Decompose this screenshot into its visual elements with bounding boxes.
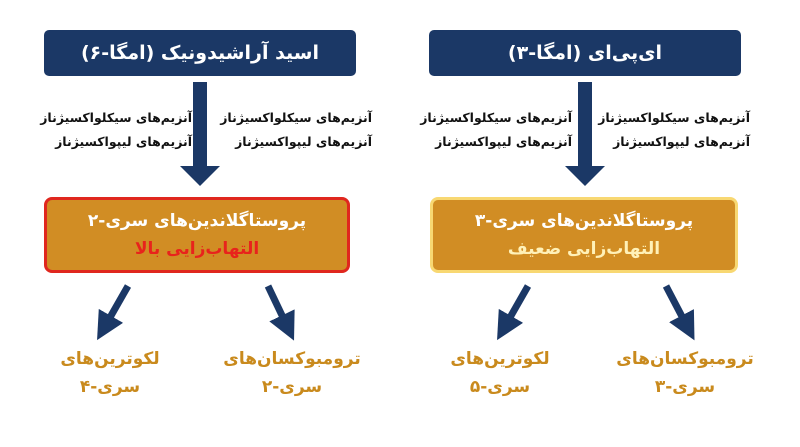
enzyme-label: آنزیم‌های سیکلواکسیژناز — [40, 110, 192, 125]
arachidonic-acid-header: اسید آراشیدونیک (امگا-۶) — [44, 30, 356, 76]
output-line: سری-۵ — [469, 377, 531, 397]
down-arrow-stem — [193, 82, 207, 172]
prostaglandin-series3-box: پروستاگلاندین‌های سری-۳ التهاب‌زایی ضعیف — [430, 197, 738, 273]
enzyme-label: آنزیم‌های لیپواکسیژناز — [55, 134, 192, 149]
output-line: سری-۳ — [654, 377, 716, 397]
output-line: سری-۲ — [261, 377, 323, 397]
enzyme-label: آنزیم‌های سیکلواکسیژناز — [220, 110, 372, 125]
arrow-down-right — [662, 284, 695, 341]
enzyme-label: آنزیم‌های لیپواکسیژناز — [435, 134, 572, 149]
down-arrow-stem — [578, 82, 592, 172]
down-arrow-head — [180, 166, 220, 186]
enzyme-label-group: آنزیم‌های سیکلواکسیژناز آنزیم‌های لیپواک… — [598, 106, 750, 154]
enzyme-label-group: آنزیم‌های سیکلواکسیژناز آنزیم‌های لیپواک… — [220, 106, 372, 154]
enzyme-label: آنزیم‌های سیکلواکسیژناز — [420, 110, 572, 125]
enzyme-label: آنزیم‌های سیکلواکسیژناز — [598, 110, 750, 125]
down-arrow-head — [565, 166, 605, 186]
arrow-down-left — [497, 284, 532, 341]
omega3-column: ای‌پی‌ای (امگا-۳) آنزیم‌های سیکلواکسیژنا… — [400, 0, 800, 447]
output-line: لکوترین‌های — [450, 349, 550, 369]
enzyme-label: آنزیم‌های لیپواکسیژناز — [613, 134, 750, 149]
output-line: لکوترین‌های — [60, 349, 160, 369]
arrow-down-left — [97, 284, 132, 341]
prostaglandin-series2-box: پروستاگلاندین‌های سری-۲ التهاب‌زایی بالا — [44, 197, 350, 273]
box-title: پروستاگلاندین‌های سری-۳ — [474, 211, 694, 231]
leukotriene-output: لکوترین‌های سری-۴ — [40, 345, 180, 401]
omega6-column: اسید آراشیدونیک (امگا-۶) آنزیم‌های سیکلو… — [40, 30, 372, 401]
output-line: ترومبوکسان‌های — [223, 349, 361, 369]
box-title: پروستاگلاندین‌های سری-۲ — [87, 211, 307, 231]
box-subtitle: التهاب‌زایی بالا — [134, 239, 260, 259]
thromboxane-output: ترومبوکسان‌های سری-۲ — [222, 345, 362, 401]
leukotriene-output: لکوترین‌های سری-۵ — [430, 345, 570, 401]
enzyme-label: آنزیم‌های لیپواکسیژناز — [235, 134, 372, 149]
box-subtitle: التهاب‌زایی ضعیف — [507, 239, 661, 259]
branch-arrows — [97, 284, 695, 341]
arrow-down-right — [264, 284, 295, 341]
output-line: ترومبوکسان‌های — [616, 349, 754, 369]
output-line: سری-۴ — [79, 377, 141, 397]
epa-header: ای‌پی‌ای (امگا-۳) — [429, 30, 741, 76]
enzyme-label-group: آنزیم‌های سیکلواکسیژناز آنزیم‌های لیپواک… — [420, 106, 572, 154]
thromboxane-output: ترومبوکسان‌های سری-۳ — [615, 345, 755, 401]
enzyme-label-group: آنزیم‌های سیکلواکسیژناز آنزیم‌های لیپواک… — [40, 106, 192, 154]
